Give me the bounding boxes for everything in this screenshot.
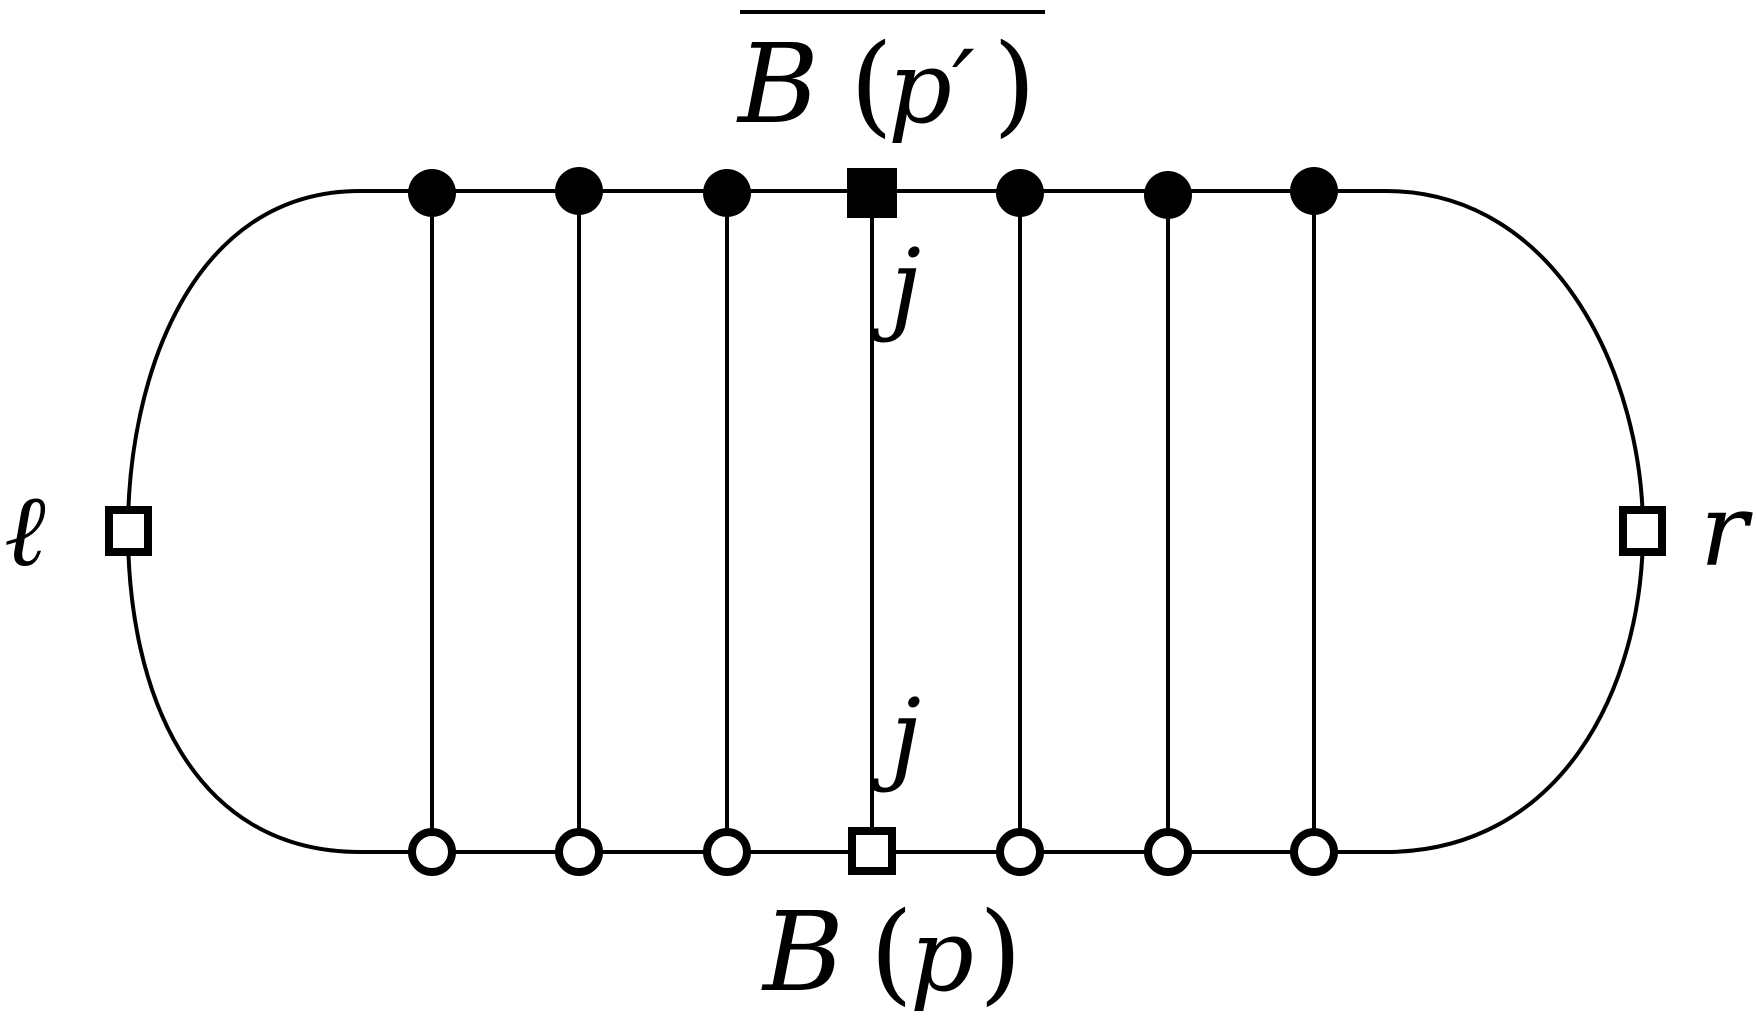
bottom-node-2 — [555, 828, 603, 876]
left-arc — [125, 189, 361, 854]
top-label-arg: p′ — [888, 29, 975, 146]
bottom-node-6 — [1144, 828, 1192, 876]
bottom-node-1 — [408, 828, 456, 876]
top-node-6 — [1144, 171, 1192, 219]
top-node-2 — [555, 167, 603, 215]
top-node-7 — [1290, 167, 1338, 215]
top-label-close-paren: ) — [993, 20, 1036, 148]
bottom-square-node — [848, 827, 896, 875]
bottom-node-5 — [996, 828, 1044, 876]
top-label-b: B — [736, 20, 819, 148]
top-label-open-paren: ( — [850, 20, 893, 148]
bottom-label-open-paren: ( — [870, 888, 913, 1016]
top-node-5 — [996, 169, 1044, 217]
right-label: r — [1700, 472, 1753, 589]
bottom-label-close-paren: ) — [979, 888, 1022, 1016]
j-label-lower: j — [871, 677, 921, 794]
top-square-node — [847, 168, 897, 218]
right-arc — [1384, 189, 1646, 854]
bottom-label-b: B — [761, 888, 844, 1016]
right-square-node — [1619, 506, 1666, 556]
left-square-node — [105, 506, 152, 556]
bottom-node-3 — [703, 828, 751, 876]
bottom-label-arg: p — [910, 897, 974, 1014]
bottom-node-7 — [1290, 828, 1338, 876]
top-node-1 — [408, 169, 456, 217]
j-label-upper: j — [871, 227, 921, 344]
top-node-3 — [703, 169, 751, 217]
left-label: ℓ — [4, 472, 46, 589]
